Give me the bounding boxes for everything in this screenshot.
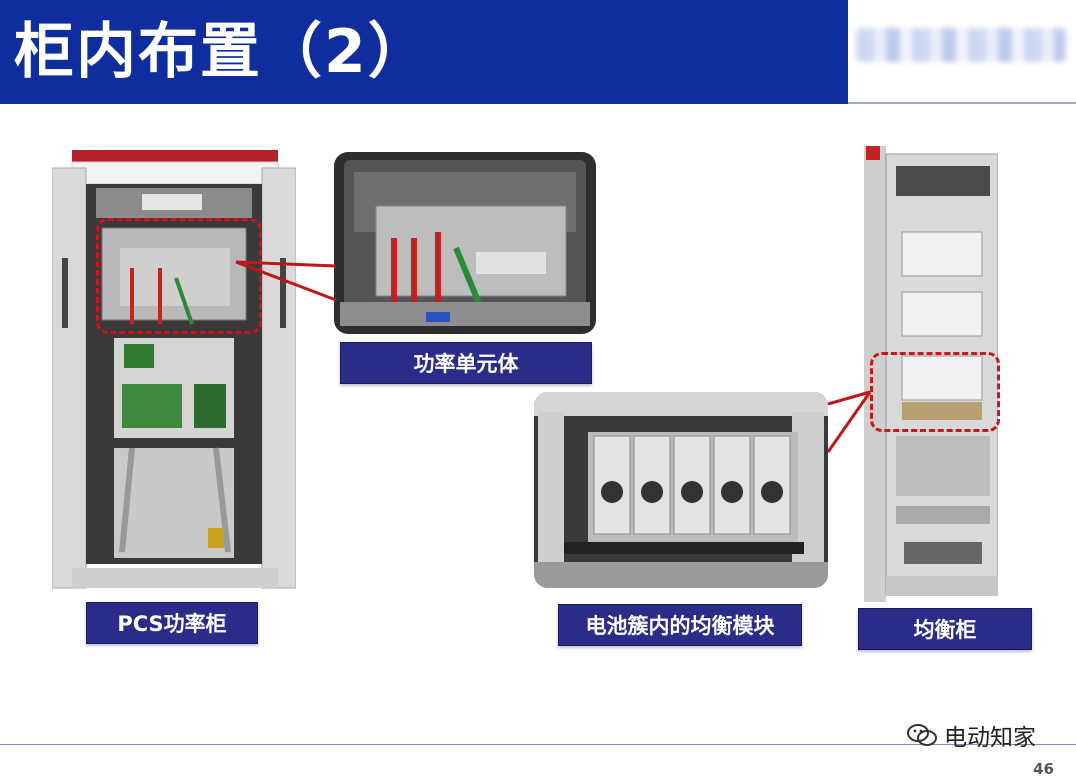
callout-line-right-upper bbox=[827, 390, 871, 406]
watermark-text: 电动知家 bbox=[944, 725, 1036, 751]
power-unit-photo bbox=[334, 152, 596, 334]
page-number: 46 bbox=[1033, 760, 1054, 778]
callout-line-upper bbox=[235, 260, 337, 268]
watermark: 电动知家 bbox=[906, 718, 1036, 752]
slide-title: 柜内布置（2） bbox=[14, 17, 430, 87]
wechat-icon bbox=[907, 724, 937, 746]
balancing-cabinet-photo bbox=[864, 146, 998, 602]
callout-line-right-lower bbox=[826, 391, 872, 453]
blurred-logo bbox=[856, 28, 1066, 62]
callout-line-lower bbox=[235, 260, 337, 302]
label-pcs-cabinet: PCS功率柜 bbox=[86, 602, 258, 644]
footer-divider bbox=[0, 744, 1076, 745]
label-power-unit: 功率单元体 bbox=[340, 342, 592, 384]
pcs-highlight-box bbox=[96, 218, 262, 334]
balancing-highlight-box bbox=[870, 352, 1000, 432]
label-balancing-module: 电池簇内的均衡模块 bbox=[558, 604, 802, 646]
pcs-cabinet-photo bbox=[52, 148, 296, 596]
label-balancing-cabinet: 均衡柜 bbox=[858, 608, 1032, 650]
title-bar: 柜内布置（2） bbox=[0, 0, 848, 104]
header-divider bbox=[848, 102, 1076, 104]
balancing-module-photo bbox=[534, 392, 828, 588]
